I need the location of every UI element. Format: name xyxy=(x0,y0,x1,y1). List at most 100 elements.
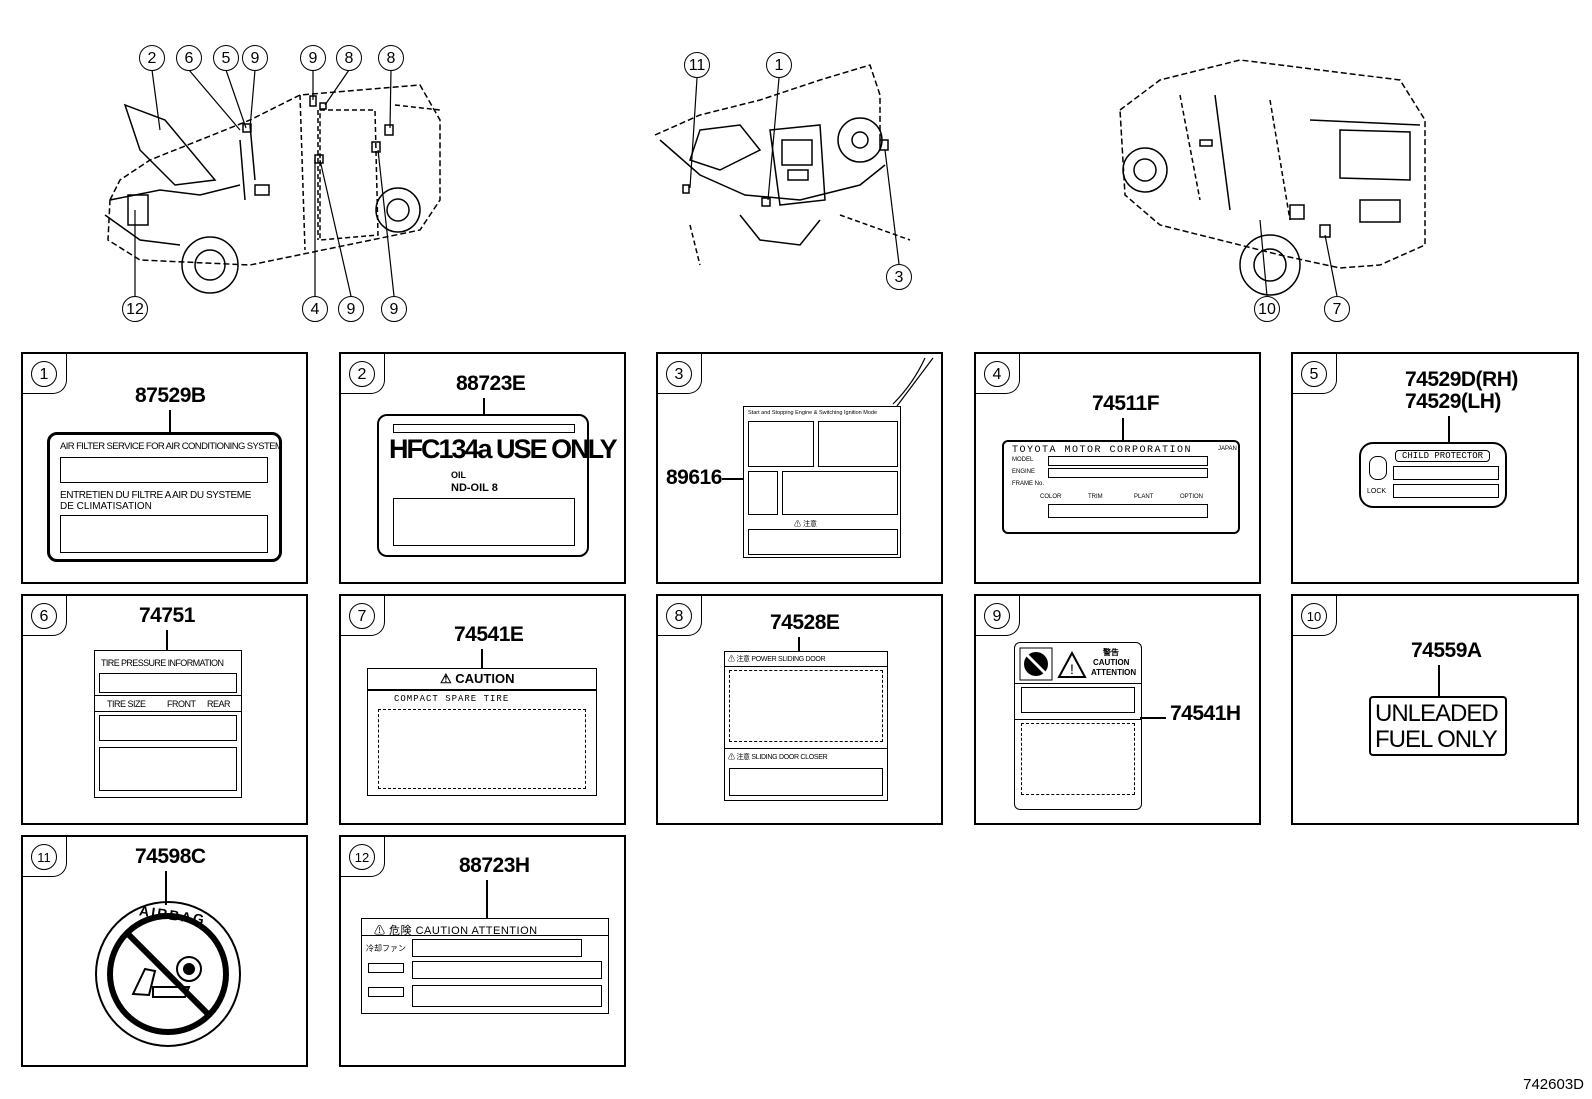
callout-10-rear: 10 xyxy=(1254,296,1280,322)
leader-line xyxy=(483,398,485,416)
attention-text: ATTENTION xyxy=(1091,668,1137,677)
divider xyxy=(95,711,241,712)
label-74541H: ! 警告 CAUTION ATTENTION xyxy=(1014,642,1142,810)
callout-4-front: 4 xyxy=(302,296,328,322)
callout-5-front: 5 xyxy=(213,45,239,71)
panel-tab: 6 xyxy=(23,596,67,636)
label-header: Start and Stopping Engine & Switching Ig… xyxy=(748,410,878,416)
divider xyxy=(725,666,887,667)
panel-number: 11 xyxy=(31,844,57,870)
part-number: 87529B xyxy=(135,384,206,407)
callout-7-rear: 7 xyxy=(1324,296,1350,322)
part-number: 89616 xyxy=(666,466,722,489)
nd-oil-text: ND-OIL 8 xyxy=(451,482,498,494)
label-corner-pointer xyxy=(892,357,934,407)
panel-8: 8 74528E ⚠ 注意 POWER SLIDING DOOR ⚠ 注意 SL… xyxy=(656,594,943,825)
field xyxy=(393,498,575,546)
oil-text: OIL xyxy=(451,470,466,480)
part-number: 74541H xyxy=(1170,702,1241,725)
leader-line xyxy=(1438,665,1440,697)
field xyxy=(1048,456,1208,466)
field-frame: FRAME No. xyxy=(1012,481,1045,487)
warning-jp: 警告 xyxy=(1103,648,1119,657)
interior-dashboard-drawing xyxy=(654,64,911,266)
panel-number: 1 xyxy=(31,361,57,387)
panel-4: 4 74511F TOYOTA MOTOR CORPORATION JAPAN … xyxy=(974,352,1261,584)
part-number: 74598C xyxy=(135,845,206,868)
divider xyxy=(95,695,241,696)
svg-text:!: ! xyxy=(1070,661,1074,677)
compact-spare-tire: COMPACT SPARE TIRE xyxy=(394,694,510,704)
panel-tab: 10 xyxy=(1293,596,1337,636)
leader-line xyxy=(169,410,171,432)
field xyxy=(1393,484,1499,498)
hfc134a-text: HFC134a USE ONLY xyxy=(389,434,618,464)
panel-5: 5 74529D(RH) 74529(LH) LOCK CHILD PROTEC… xyxy=(1291,352,1579,584)
section xyxy=(782,471,898,515)
callout-11-interior: 11 xyxy=(684,52,710,78)
field xyxy=(60,515,268,553)
field xyxy=(1021,723,1135,795)
label-74511F: TOYOTA MOTOR CORPORATION JAPAN MODEL ENG… xyxy=(1002,440,1240,534)
field-engine: ENGINE xyxy=(1012,469,1036,475)
field xyxy=(412,961,602,979)
label-88723H: ⚠ 危険 CAUTION ATTENTION 冷却ファン xyxy=(361,918,609,1014)
field xyxy=(1393,466,1499,480)
field xyxy=(99,673,237,693)
field xyxy=(393,424,575,433)
part-number-rh: 74529D(RH) xyxy=(1405,368,1518,391)
field xyxy=(368,987,404,997)
divider xyxy=(368,689,596,691)
panel-tab: 1 xyxy=(23,354,67,394)
field xyxy=(412,985,602,1007)
panel-tab: 3 xyxy=(658,354,702,394)
label-line-2: ENTRETIEN DU FILTRE A AIR DU SYSTEME xyxy=(60,490,252,501)
field xyxy=(1048,468,1208,478)
divider xyxy=(1015,683,1141,684)
panel-number: 4 xyxy=(984,361,1010,387)
panel-tab: 11 xyxy=(23,837,67,877)
label-line-1: AIR FILTER SERVICE FOR AIR CONDITIONING … xyxy=(60,441,283,452)
leader-line xyxy=(166,630,168,652)
row-power-sliding: ⚠ 注意 POWER SLIDING DOOR xyxy=(728,656,826,663)
divider xyxy=(1015,719,1141,720)
vehicle-illustrations xyxy=(104,59,1426,297)
leader-line xyxy=(1448,416,1450,442)
rear-vehicle-drawing xyxy=(1119,59,1426,296)
panel-number: 6 xyxy=(31,603,57,629)
panel-12: 12 88723H ⚠ 危険 CAUTION ATTENTION 冷却ファン xyxy=(339,835,626,1067)
panel-tab: 7 xyxy=(341,596,385,636)
field xyxy=(1048,504,1208,518)
callout-9-front-d: 9 xyxy=(381,296,407,322)
field xyxy=(729,670,883,742)
col-color: COLOR xyxy=(1040,494,1062,500)
lock-text: LOCK xyxy=(1367,488,1387,495)
col-trim: TRIM xyxy=(1088,494,1103,500)
caution-text: CAUTION xyxy=(1093,658,1130,667)
part-number: 88723E xyxy=(456,372,526,395)
front-vehicle-drawing xyxy=(104,84,441,294)
panel-number: 5 xyxy=(1301,361,1327,387)
label-88723E: HFC134a USE ONLY OIL ND-OIL 8 xyxy=(377,414,618,557)
panel-tab: 5 xyxy=(1293,354,1337,394)
caution-title: ⚠ CAUTION xyxy=(440,671,515,686)
panel-9: 9 ! 警告 CAUTION ATTENTION 74541H xyxy=(974,594,1261,825)
leader-line xyxy=(1140,717,1166,719)
callout-8-front-a: 8 xyxy=(336,45,362,71)
label-header: ⚠ 危険 CAUTION ATTENTION xyxy=(374,925,538,937)
callout-9-front-b: 9 xyxy=(300,45,326,71)
leader-line xyxy=(486,880,488,918)
field xyxy=(368,963,404,973)
leader-lines xyxy=(134,69,1338,297)
tire-pressure-title: TIRE PRESSURE INFORMATION xyxy=(101,658,224,668)
label-74541E: ⚠ CAUTION COMPACT SPARE TIRE xyxy=(367,668,597,796)
label-74751: TIRE PRESSURE INFORMATION TIRE SIZE FRON… xyxy=(94,650,242,798)
unleaded-text: UNLEADED xyxy=(1375,700,1499,727)
panel-10: 10 74559A UNLEADED FUEL ONLY xyxy=(1291,594,1579,825)
panel-number: 2 xyxy=(349,361,375,387)
warn-text: ⚠ 注意 xyxy=(794,521,817,528)
field-model: MODEL xyxy=(1012,457,1034,463)
callout-8-front-b: 8 xyxy=(378,45,404,71)
section xyxy=(748,529,898,555)
label-line-3: DE CLIMATISATION xyxy=(60,501,152,512)
